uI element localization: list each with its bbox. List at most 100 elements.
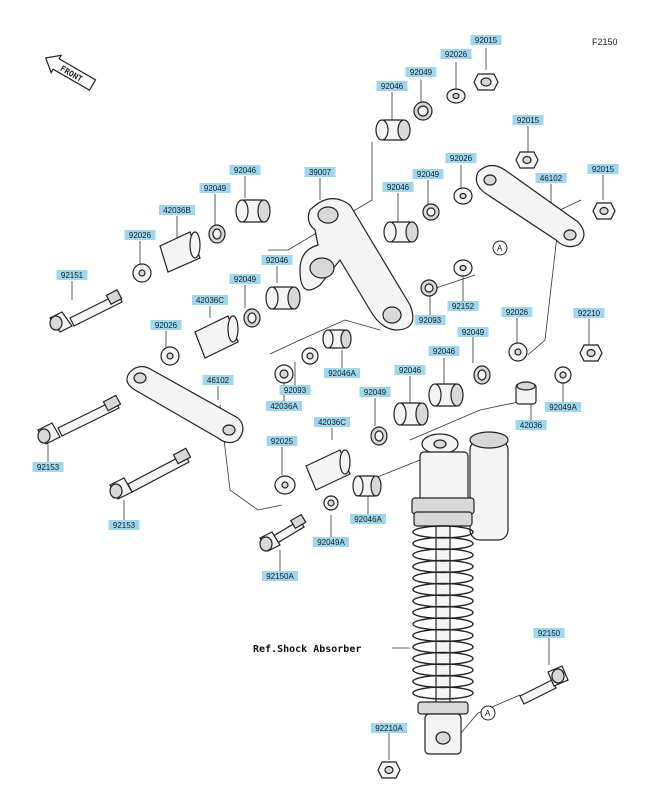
part-label-box — [150, 320, 182, 330]
part-label-92026[interactable]: 92026 — [445, 153, 477, 163]
part-label-92049[interactable]: 92049 — [359, 387, 391, 397]
bearing-92046-mid-left[interactable] — [265, 286, 301, 310]
bolt-92153-upper[interactable] — [37, 394, 122, 445]
part-label-92153[interactable]: 92153 — [108, 520, 140, 530]
part-label-92046[interactable]: 92046 — [428, 346, 460, 356]
bolt-92150A[interactable] — [259, 513, 307, 552]
part-label-92049[interactable]: 92049 — [199, 183, 231, 193]
part-label-92152[interactable]: 92152 — [447, 301, 479, 311]
part-label-42036[interactable]: 42036 — [515, 420, 547, 430]
collar-42036A[interactable] — [274, 364, 294, 384]
bearing-92046-lower-b[interactable] — [393, 402, 429, 426]
part-label-box — [533, 628, 565, 638]
part-label-92049A[interactable]: 92049A — [545, 402, 581, 412]
part-label-box — [412, 169, 444, 179]
part-label-text: 92049A — [549, 403, 577, 412]
tie-rod-46102-left[interactable] — [126, 365, 244, 444]
part-label-42036B[interactable]: 42036B — [159, 205, 195, 215]
part-label-text: 92049 — [410, 68, 433, 77]
part-label-92153[interactable]: 92153 — [32, 462, 64, 472]
bolt-92151[interactable] — [49, 288, 123, 333]
bearing-92046-top[interactable] — [375, 119, 411, 141]
part-label-box — [587, 164, 619, 174]
collar-42036[interactable] — [515, 381, 537, 405]
part-label-text: 92015 — [517, 116, 540, 125]
part-label-text: 39007 — [309, 168, 332, 177]
part-label-92049[interactable]: 92049 — [405, 67, 437, 77]
part-label-92210[interactable]: 92210 — [573, 308, 605, 318]
nut-92015-mid[interactable] — [515, 151, 539, 169]
part-label-text: 92046 — [381, 82, 404, 91]
part-label-box — [447, 301, 479, 311]
part-label-box — [229, 165, 261, 175]
part-label-box — [32, 462, 64, 472]
collar-42036B[interactable] — [159, 231, 201, 273]
collar-42036C-lower[interactable] — [305, 449, 351, 491]
part-label-box — [470, 35, 502, 45]
part-label-92210A[interactable]: 92210A — [371, 723, 407, 733]
part-label-92015[interactable]: 92015 — [512, 115, 544, 125]
part-label-42036A[interactable]: 42036A — [266, 401, 302, 411]
nut-92210[interactable] — [579, 344, 603, 362]
part-label-46102[interactable]: 46102 — [202, 375, 234, 385]
part-label-92026[interactable]: 92026 — [501, 307, 533, 317]
diagram-code: F2150 — [592, 37, 618, 47]
nut-92210A[interactable] — [377, 761, 401, 779]
part-label-92049[interactable]: 92049 — [412, 169, 444, 179]
ref-shock-absorber-label: Ref.Shock Absorber — [253, 644, 361, 655]
part-label-box — [376, 81, 408, 91]
part-label-box — [262, 571, 298, 581]
bearing-92046-lower[interactable] — [428, 383, 464, 407]
part-label-box — [266, 436, 298, 446]
bolt-92150[interactable] — [519, 665, 569, 705]
part-label-92015[interactable]: 92015 — [470, 35, 502, 45]
part-label-92049A[interactable]: 92049A — [313, 537, 349, 547]
part-label-92046[interactable]: 92046 — [382, 182, 414, 192]
part-label-text: 92046 — [266, 256, 289, 265]
part-label-box — [457, 327, 489, 337]
spring-coil — [412, 686, 474, 700]
part-label-box — [445, 153, 477, 163]
part-label-92049[interactable]: 92049 — [457, 327, 489, 337]
part-label-92026[interactable]: 92026 — [150, 320, 182, 330]
part-label-92046A[interactable]: 92046A — [324, 368, 360, 378]
part-label-92026[interactable]: 92026 — [124, 230, 156, 240]
part-label-39007[interactable]: 39007 — [304, 167, 336, 177]
part-label-box — [405, 67, 437, 77]
bearing-92046A-lower[interactable] — [352, 475, 382, 497]
part-label-42036C[interactable]: 42036C — [192, 295, 228, 305]
bearing-92046-mid[interactable] — [383, 221, 419, 243]
tie-rod-46102-right[interactable] — [475, 164, 585, 248]
part-label-92046[interactable]: 92046 — [261, 255, 293, 265]
nut-92015-right[interactable] — [592, 202, 616, 220]
collar-42036C[interactable] — [194, 315, 239, 359]
part-label-92026[interactable]: 92026 — [440, 49, 472, 59]
part-label-box — [229, 274, 261, 284]
bolt-92153-lower[interactable] — [109, 447, 192, 500]
part-label-box — [382, 182, 414, 192]
part-label-92025[interactable]: 92025 — [266, 436, 298, 446]
part-label-92150A[interactable]: 92150A — [262, 571, 298, 581]
part-label-text: 42036C — [196, 296, 224, 305]
part-label-92046[interactable]: 92046 — [394, 365, 426, 375]
part-label-text: 92049 — [234, 275, 257, 284]
part-label-text: 92150A — [266, 572, 294, 581]
part-label-92046A[interactable]: 92046A — [350, 514, 386, 524]
part-label-92049[interactable]: 92049 — [229, 274, 261, 284]
part-label-92093[interactable]: 92093 — [414, 315, 446, 325]
rocker-arm-39007[interactable] — [299, 198, 414, 331]
nut-92015-top[interactable] — [473, 73, 499, 91]
part-label-92046[interactable]: 92046 — [376, 81, 408, 91]
part-label-42036C[interactable]: 42036C — [314, 417, 350, 427]
part-label-92150[interactable]: 92150 — [533, 628, 565, 638]
part-label-box — [159, 205, 195, 215]
part-label-92151[interactable]: 92151 — [56, 270, 88, 280]
bearing-92046-left[interactable] — [235, 199, 271, 223]
part-label-box — [108, 520, 140, 530]
part-label-92093[interactable]: 92093 — [279, 385, 311, 395]
shock-absorber[interactable] — [411, 431, 509, 755]
part-label-92015[interactable]: 92015 — [587, 164, 619, 174]
bearing-92046A[interactable] — [322, 329, 352, 349]
part-label-92046[interactable]: 92046 — [229, 165, 261, 175]
part-label-46102[interactable]: 46102 — [535, 173, 567, 183]
